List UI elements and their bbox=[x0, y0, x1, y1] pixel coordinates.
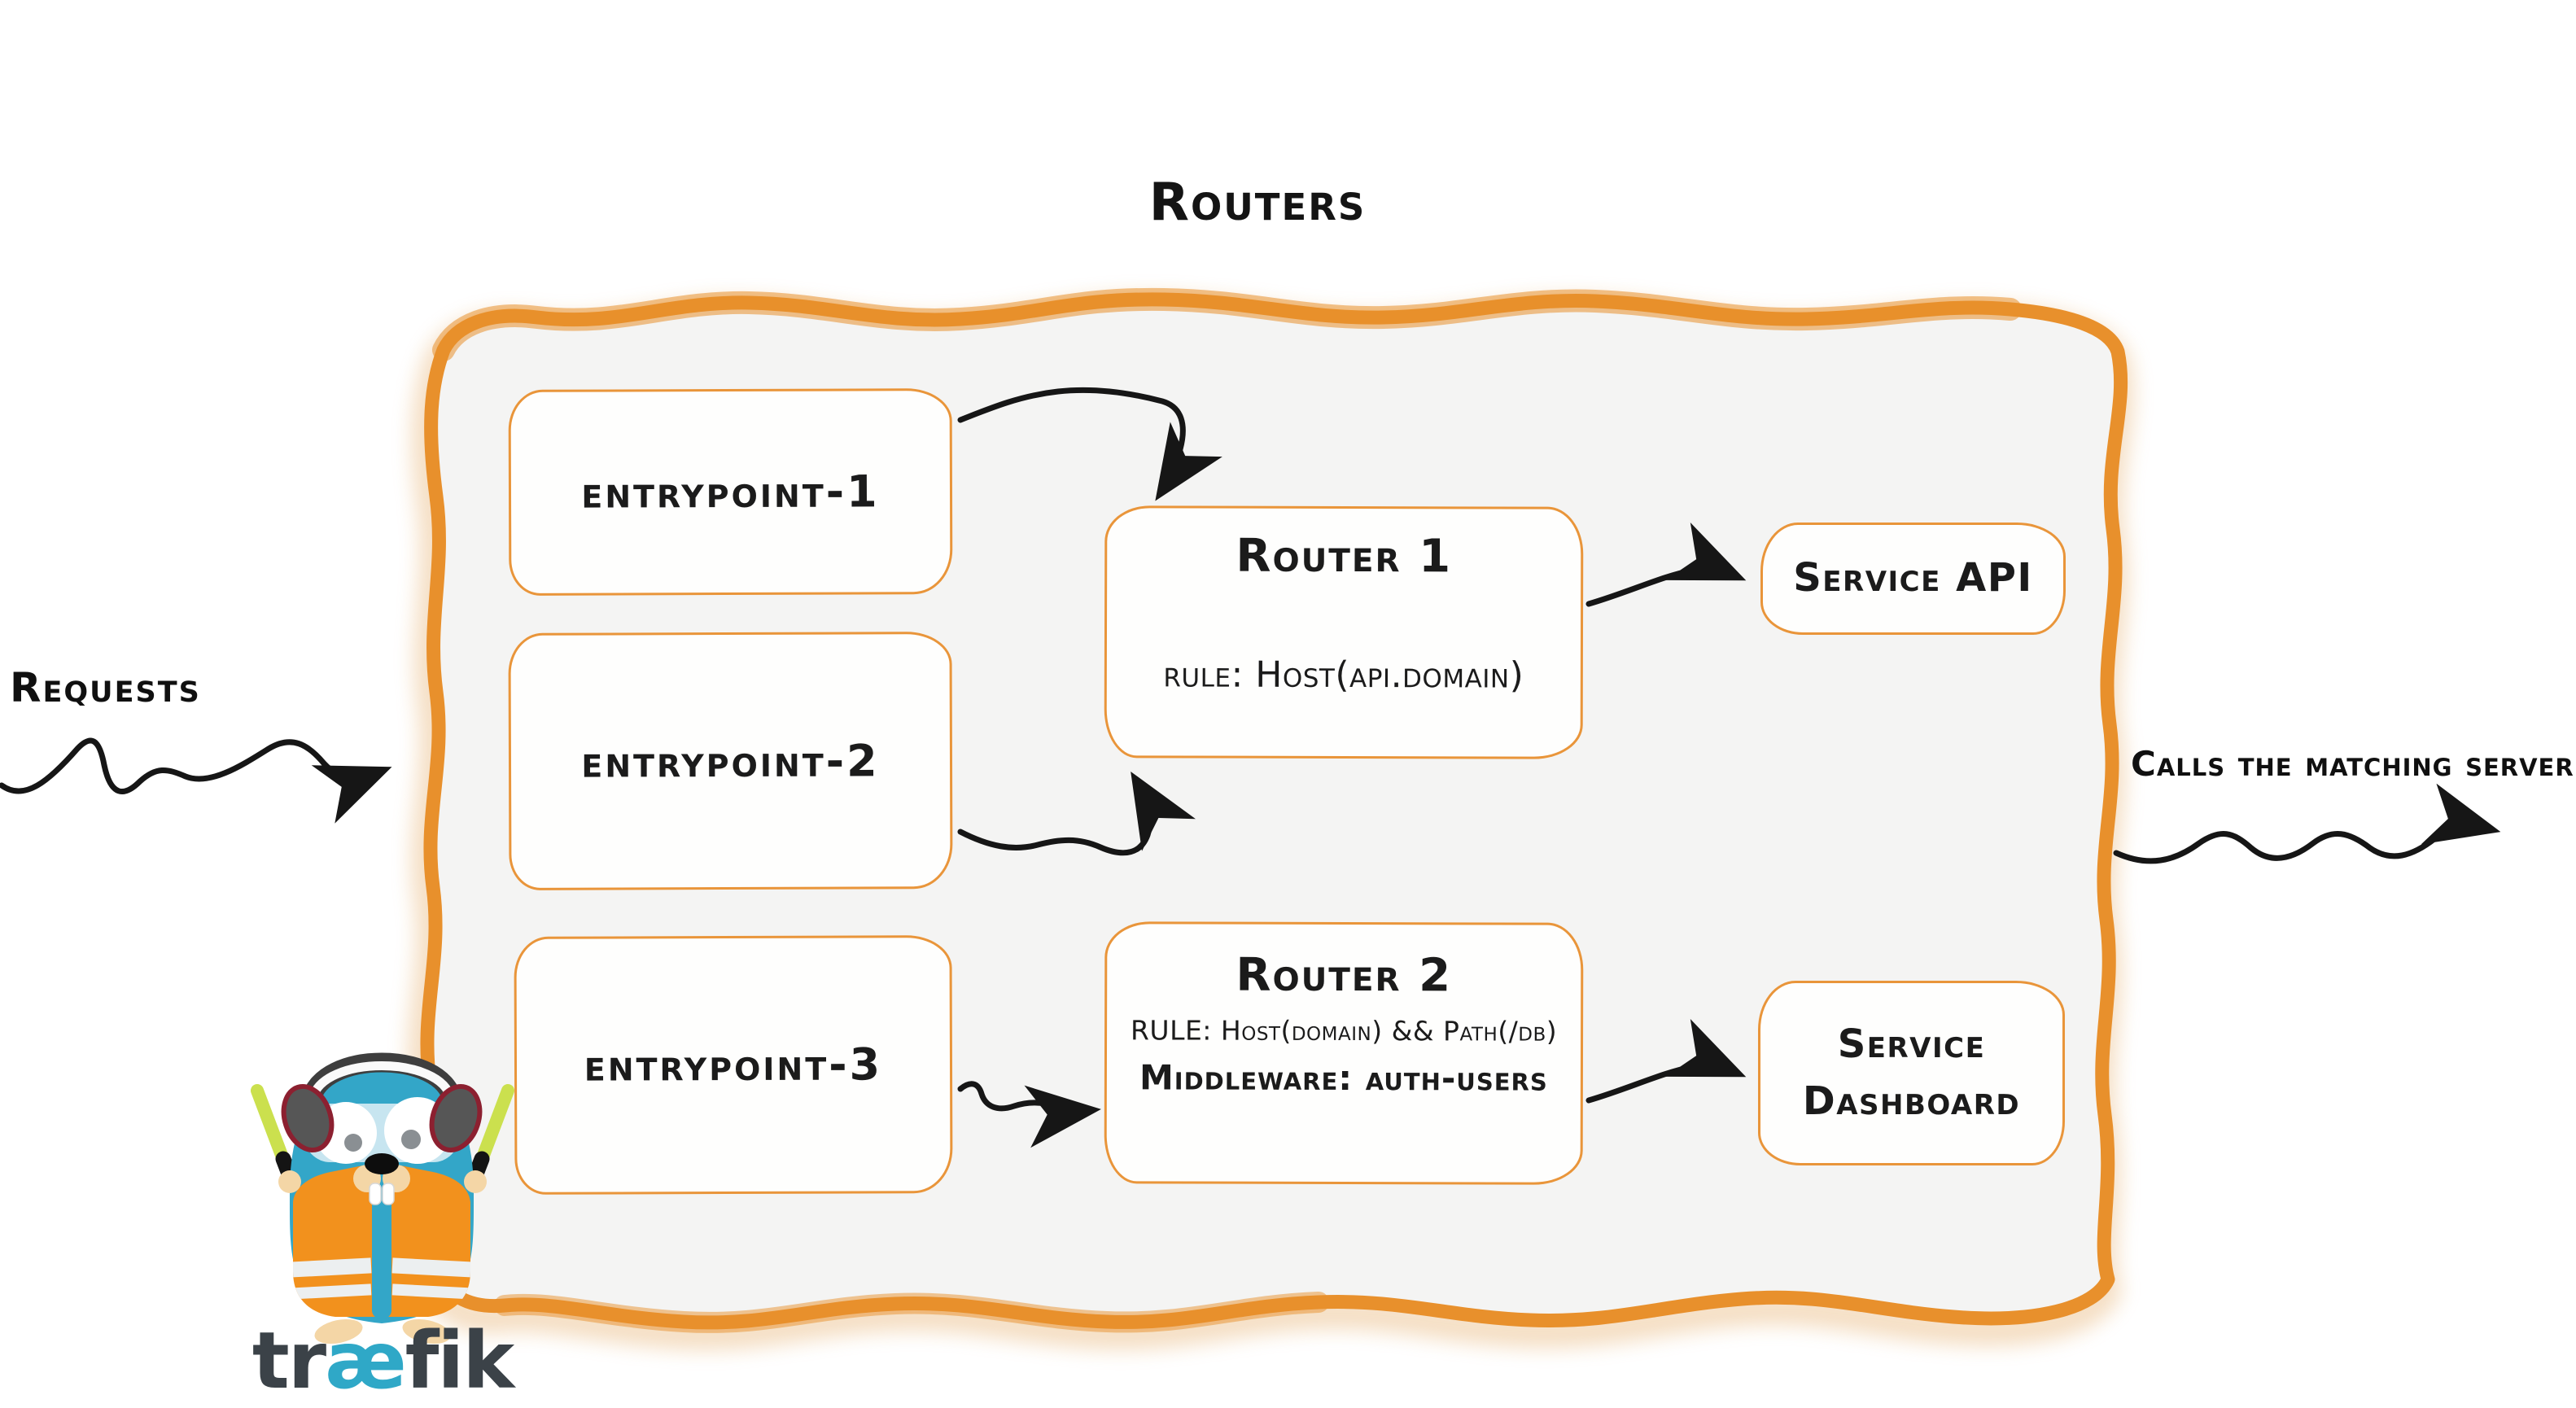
arrow-router2-servicedashboard bbox=[1585, 1019, 1747, 1104]
arrow-entrypoint1-router1 bbox=[957, 387, 1222, 501]
right-pupil bbox=[401, 1130, 421, 1149]
entrypoint-2-label: entrypoint-2 bbox=[581, 734, 880, 788]
vest-gap bbox=[372, 1170, 391, 1318]
service-api-label: Service API bbox=[1793, 555, 2033, 601]
router-1-rule: rule: Host(api.domain) bbox=[1163, 654, 1524, 697]
left-earcup bbox=[281, 1083, 335, 1153]
traefik-wordmark: træfik bbox=[228, 1315, 537, 1406]
router-2-middleware: Middleware: auth-users bbox=[1139, 1057, 1548, 1099]
arrow-calls-out bbox=[2113, 783, 2501, 864]
entrypoint-3-box: entrypoint-3 bbox=[514, 935, 953, 1195]
service-dashboard-box: Service Dashboard bbox=[1758, 981, 2065, 1165]
wordmark-ae: æ bbox=[325, 1315, 407, 1406]
entrypoint-1-box: entrypoint-1 bbox=[508, 388, 953, 596]
service-api-box: Service API bbox=[1760, 523, 2066, 635]
service-dashboard-label: Service Dashboard bbox=[1802, 1021, 2021, 1124]
entrypoint-3-label: entrypoint-3 bbox=[584, 1039, 883, 1091]
router-1-box: Router 1 rule: Host(api.domain) bbox=[1104, 505, 1584, 759]
container-brush-stroke bbox=[432, 287, 2022, 361]
right-foot bbox=[402, 1318, 451, 1345]
requests-label: Requests bbox=[10, 664, 201, 711]
arrow-entrypoint2-router1 bbox=[957, 771, 1196, 856]
right-baton bbox=[474, 1084, 514, 1170]
traefik-gopher-logo bbox=[251, 1052, 514, 1345]
wordmark-tr: tr bbox=[251, 1315, 326, 1406]
right-earcup bbox=[429, 1083, 483, 1153]
left-hand bbox=[278, 1170, 301, 1193]
tooth-left bbox=[369, 1183, 382, 1205]
entrypoint-2-box: entrypoint-2 bbox=[508, 632, 953, 890]
left-baton bbox=[251, 1084, 291, 1170]
left-pupil bbox=[344, 1134, 362, 1152]
vest-stripe-right-2 bbox=[391, 1283, 470, 1300]
calls-label: Calls the matching server bbox=[2131, 744, 2574, 784]
arrow-entrypoint3-router2 bbox=[957, 1081, 1101, 1148]
tooth-right bbox=[382, 1183, 395, 1205]
router-2-title: Router 2 bbox=[1236, 948, 1453, 1003]
router-2-rule: RULE: Host(domain) && Path(/db) bbox=[1130, 1014, 1558, 1047]
diagram-title: Routers bbox=[1148, 173, 1367, 233]
right-hand bbox=[464, 1170, 487, 1193]
left-foot bbox=[314, 1318, 363, 1345]
router-1-title: Router 1 bbox=[1236, 529, 1453, 584]
router-2-box: Router 2 RULE: Host(domain) && Path(/db)… bbox=[1104, 921, 1584, 1185]
nose bbox=[365, 1153, 399, 1174]
container-brush-stroke-bottom bbox=[494, 1292, 1329, 1333]
headphone-band-inner bbox=[308, 1061, 456, 1104]
arrow-requests-in bbox=[0, 737, 392, 824]
wordmark-fik: fik bbox=[405, 1315, 515, 1406]
vest-stripe-right-1 bbox=[391, 1257, 470, 1278]
entrypoint-1-label: entrypoint-1 bbox=[581, 466, 880, 518]
arrow-router1-serviceapi bbox=[1585, 523, 1747, 607]
vest-stripe-left-2 bbox=[293, 1283, 372, 1300]
vest-stripe-left-1 bbox=[293, 1257, 372, 1278]
